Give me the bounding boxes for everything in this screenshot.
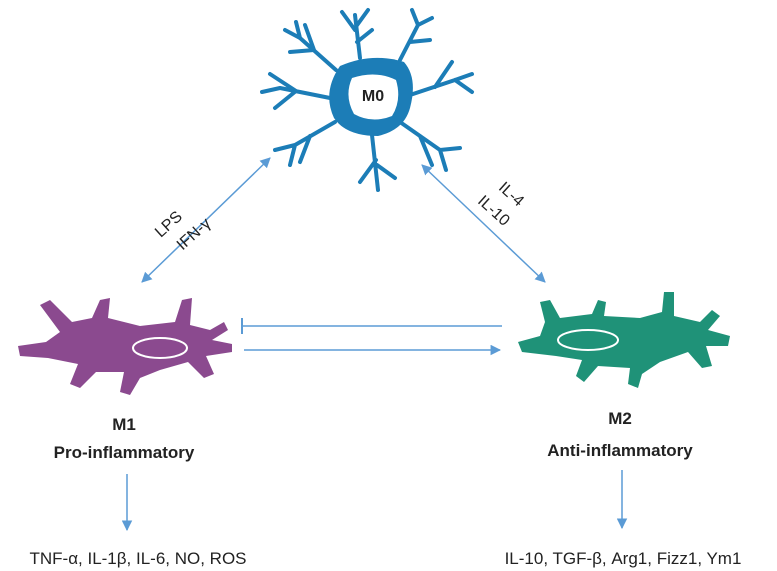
m1-products: TNF-α, IL-1β, IL-6, NO, ROS bbox=[29, 549, 246, 568]
m2-subtitle: Anti-inflammatory bbox=[547, 441, 693, 460]
m1-cell bbox=[18, 298, 232, 395]
m2-nucleus bbox=[557, 329, 619, 351]
m2-products: IL-10, TGF-β, Arg1, Fizz1, Ym1 bbox=[505, 549, 742, 568]
m0-m1-arrow bbox=[141, 157, 271, 283]
m2-label: M2 bbox=[608, 409, 632, 428]
m0-nucleus bbox=[348, 74, 399, 120]
m0-label: M0 bbox=[362, 88, 384, 105]
m1-subtitle: Pro-inflammatory bbox=[54, 443, 195, 462]
m1-label: M1 bbox=[112, 415, 136, 434]
m2-cell bbox=[518, 292, 730, 388]
m1-nucleus bbox=[132, 337, 188, 359]
m0-m2-arrow bbox=[421, 164, 546, 283]
m0-cell bbox=[260, 8, 474, 192]
